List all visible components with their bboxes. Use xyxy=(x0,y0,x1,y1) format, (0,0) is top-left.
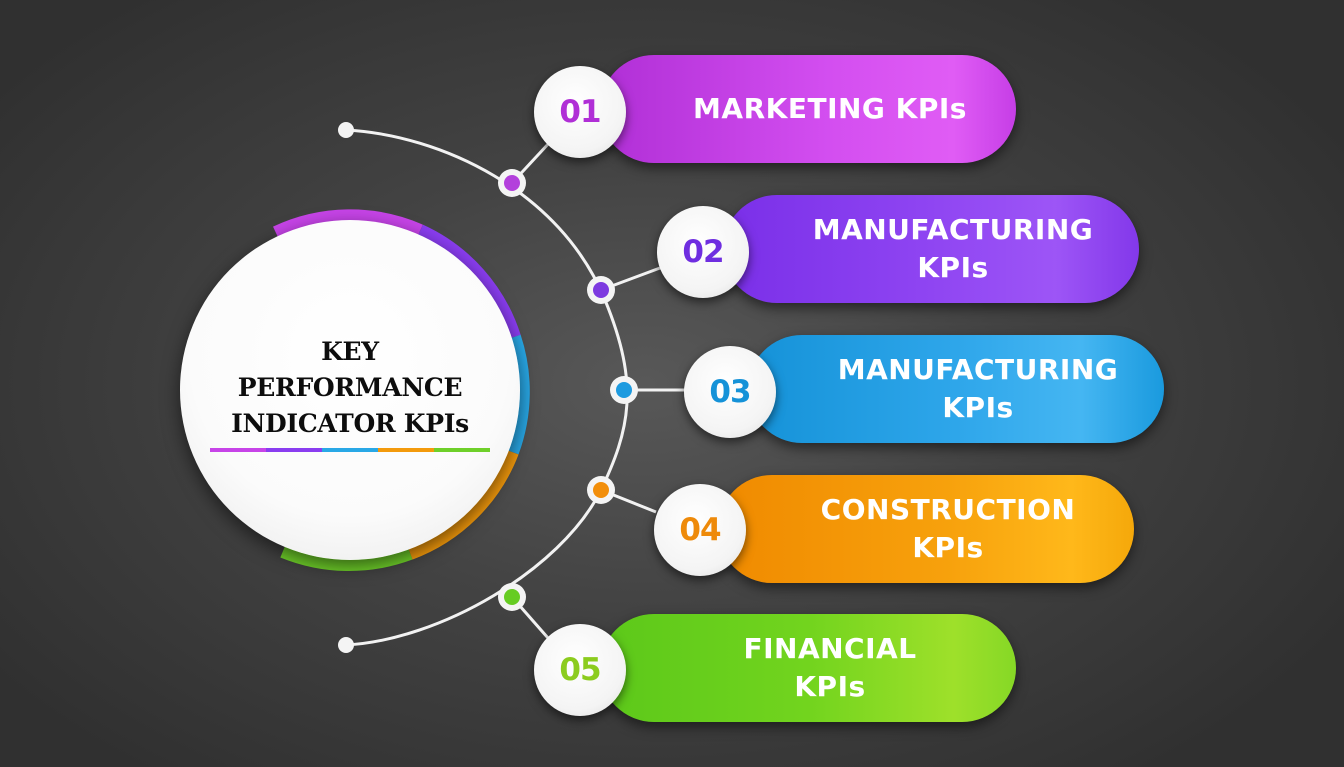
step-05-label-line-1: FINANCIAL xyxy=(743,632,917,665)
step-01-number-badge: 01 xyxy=(534,66,626,158)
step-02-manufacturing: MANUFACTURING KPIs 02 xyxy=(657,195,1139,303)
node-03 xyxy=(610,376,638,404)
underline-segment-orange xyxy=(378,448,434,452)
step-05-financial: FINANCIAL KPIs 05 xyxy=(534,614,1016,722)
node-02 xyxy=(587,276,615,304)
hub-circle: KEY PERFORMANCE INDICATOR KPIs xyxy=(180,220,520,560)
underline-segment-violet xyxy=(266,448,322,452)
step-04-number-badge: 04 xyxy=(654,484,746,576)
underline-segment-purple xyxy=(210,448,266,452)
arc-start-dot xyxy=(338,122,354,138)
step-05-number: 05 xyxy=(559,652,601,688)
step-02-number: 02 xyxy=(682,234,724,270)
step-01-marketing: MARKETING KPIs 01 xyxy=(534,55,1016,163)
node-01 xyxy=(498,169,526,197)
arc-end-dot xyxy=(338,637,354,653)
step-04-label-line-2: KPIs xyxy=(912,531,984,564)
step-05-pill: FINANCIAL KPIs xyxy=(600,614,1016,722)
hub-title-line-3: INDICATOR KPIs xyxy=(231,409,469,438)
step-04-construction: CONSTRUCTION KPIs 04 xyxy=(654,475,1134,583)
step-01-number: 01 xyxy=(559,94,601,130)
hub-ring xyxy=(273,209,530,572)
step-01-pill: MARKETING KPIs xyxy=(600,55,1016,163)
step-02-number-badge: 02 xyxy=(657,206,749,298)
underline-segment-green xyxy=(434,448,490,452)
step-03-label-line-2: KPIs xyxy=(942,391,1014,424)
step-04-label-line-1: CONSTRUCTION xyxy=(820,493,1076,526)
step-04-pill: CONSTRUCTION KPIs xyxy=(718,475,1134,583)
step-03-pill: MANUFACTURING KPIs xyxy=(748,335,1164,443)
step-02-label-line-2: KPIs xyxy=(917,251,989,284)
step-04-number: 04 xyxy=(679,512,721,548)
hub-title: KEY PERFORMANCE INDICATOR KPIs xyxy=(231,334,469,442)
step-02-pill: MANUFACTURING KPIs xyxy=(723,195,1139,303)
step-03-number: 03 xyxy=(709,374,751,410)
step-05-number-badge: 05 xyxy=(534,624,626,716)
step-02-label-line-1: MANUFACTURING xyxy=(812,213,1094,246)
step-03-label-line-1: MANUFACTURING xyxy=(837,353,1119,386)
step-03-number-badge: 03 xyxy=(684,346,776,438)
step-01-label-line-1: MARKETING KPIs xyxy=(693,92,967,125)
node-04 xyxy=(587,476,615,504)
hub-face: KEY PERFORMANCE INDICATOR KPIs xyxy=(180,220,520,560)
node-05 xyxy=(498,583,526,611)
hub-color-underline xyxy=(210,448,490,452)
step-05-label-line-2: KPIs xyxy=(794,670,866,703)
hub-title-line-1: KEY xyxy=(321,337,379,366)
step-03-manufacturing: MANUFACTURING KPIs 03 xyxy=(684,335,1164,443)
underline-segment-blue xyxy=(322,448,378,452)
hub-title-line-2: PERFORMANCE xyxy=(237,373,463,402)
